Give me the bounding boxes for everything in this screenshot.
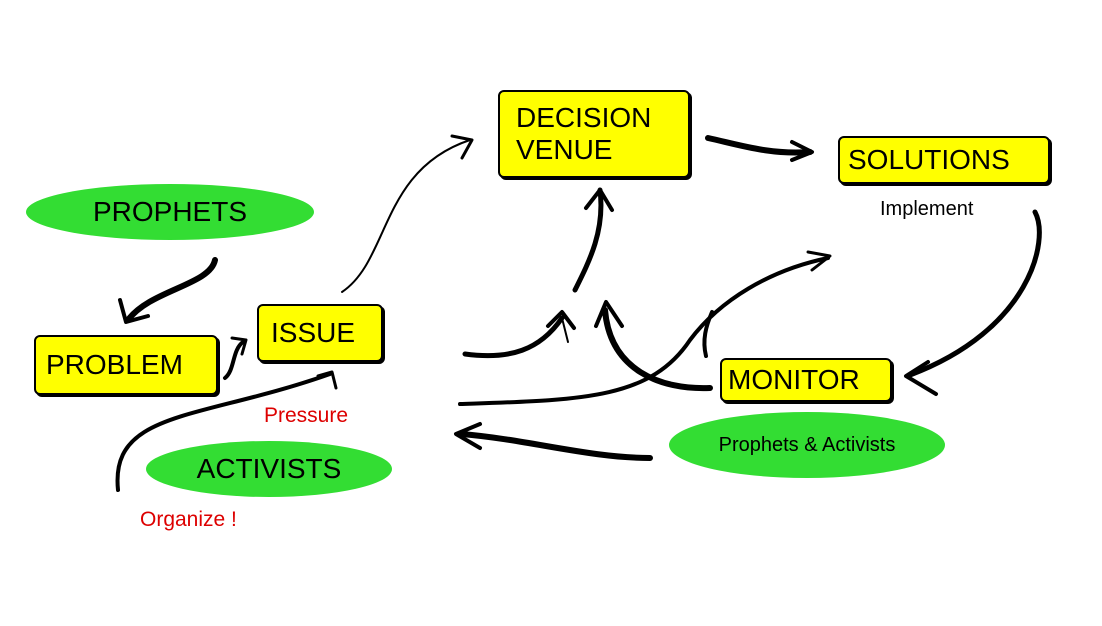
arrowhead-mid-to-decision (584, 188, 614, 212)
arrow-decision-to-solutions (705, 135, 813, 156)
pressure-label: Pressure (264, 404, 349, 427)
arrow-left-feed-up-b (561, 317, 569, 343)
arrow-implement-to-monitor (907, 209, 1042, 378)
solutions-box: SOLUTIONS (838, 136, 1050, 184)
decision-venue-line-2: VENUE (516, 134, 613, 165)
arrow-left-to-solutions (458, 256, 830, 406)
organize-label: Organize ! (140, 508, 237, 531)
arrowhead-left-to-solutions (806, 250, 832, 272)
problem-label: PROBLEM (46, 348, 183, 380)
arrow-prophets-to-problem (125, 257, 218, 323)
solutions-label: SOLUTIONS (848, 143, 1010, 175)
activists-label: ACTIVISTS (196, 453, 342, 484)
prophets-activists-label: Prophets & Activists (718, 433, 896, 456)
implement-label: Implement (880, 198, 974, 220)
arrow-mid-to-decision (572, 187, 604, 293)
problem-box: PROBLEM (34, 335, 218, 395)
arrow-monitor-up (602, 307, 713, 392)
arrowhead-decision-to-solutions (790, 140, 814, 162)
issue-label: ISSUE (271, 316, 356, 348)
arrowhead-monitor-up (594, 300, 624, 328)
arrowhead-problem-to-issue (230, 336, 248, 356)
arrow-organize-to-issue (115, 372, 332, 492)
arrowhead-issue-to-decision (450, 134, 474, 160)
arrowhead-organize-to-issue (316, 370, 338, 390)
arrow-left-feed-up (462, 315, 565, 359)
arrowhead-left-feed-up (546, 310, 576, 330)
arrow-monitor-stub (702, 310, 714, 358)
monitor-box: MONITOR (720, 358, 892, 402)
decision-venue-line-1: DECISION (516, 101, 652, 133)
monitor-label: MONITOR (728, 363, 860, 395)
arrow-problem-to-issue (223, 340, 245, 380)
activists-oval: ACTIVISTS (146, 441, 392, 497)
arrowhead-prophets-to-problem (118, 298, 150, 324)
arrowhead-implement-to-monitor (904, 360, 938, 396)
arrow-issue-to-decision (341, 139, 471, 293)
decision-venue-box: DECISION VENUE (498, 90, 690, 178)
prophets-label: PROPHETS (92, 196, 248, 227)
arrow-pa-to-left (459, 431, 653, 461)
prophets-oval: PROPHETS (26, 184, 314, 240)
arrowhead-pa-to-left (454, 422, 482, 450)
prophets-activists-oval: Prophets & Activists (669, 412, 945, 478)
issue-box: ISSUE (257, 304, 383, 362)
